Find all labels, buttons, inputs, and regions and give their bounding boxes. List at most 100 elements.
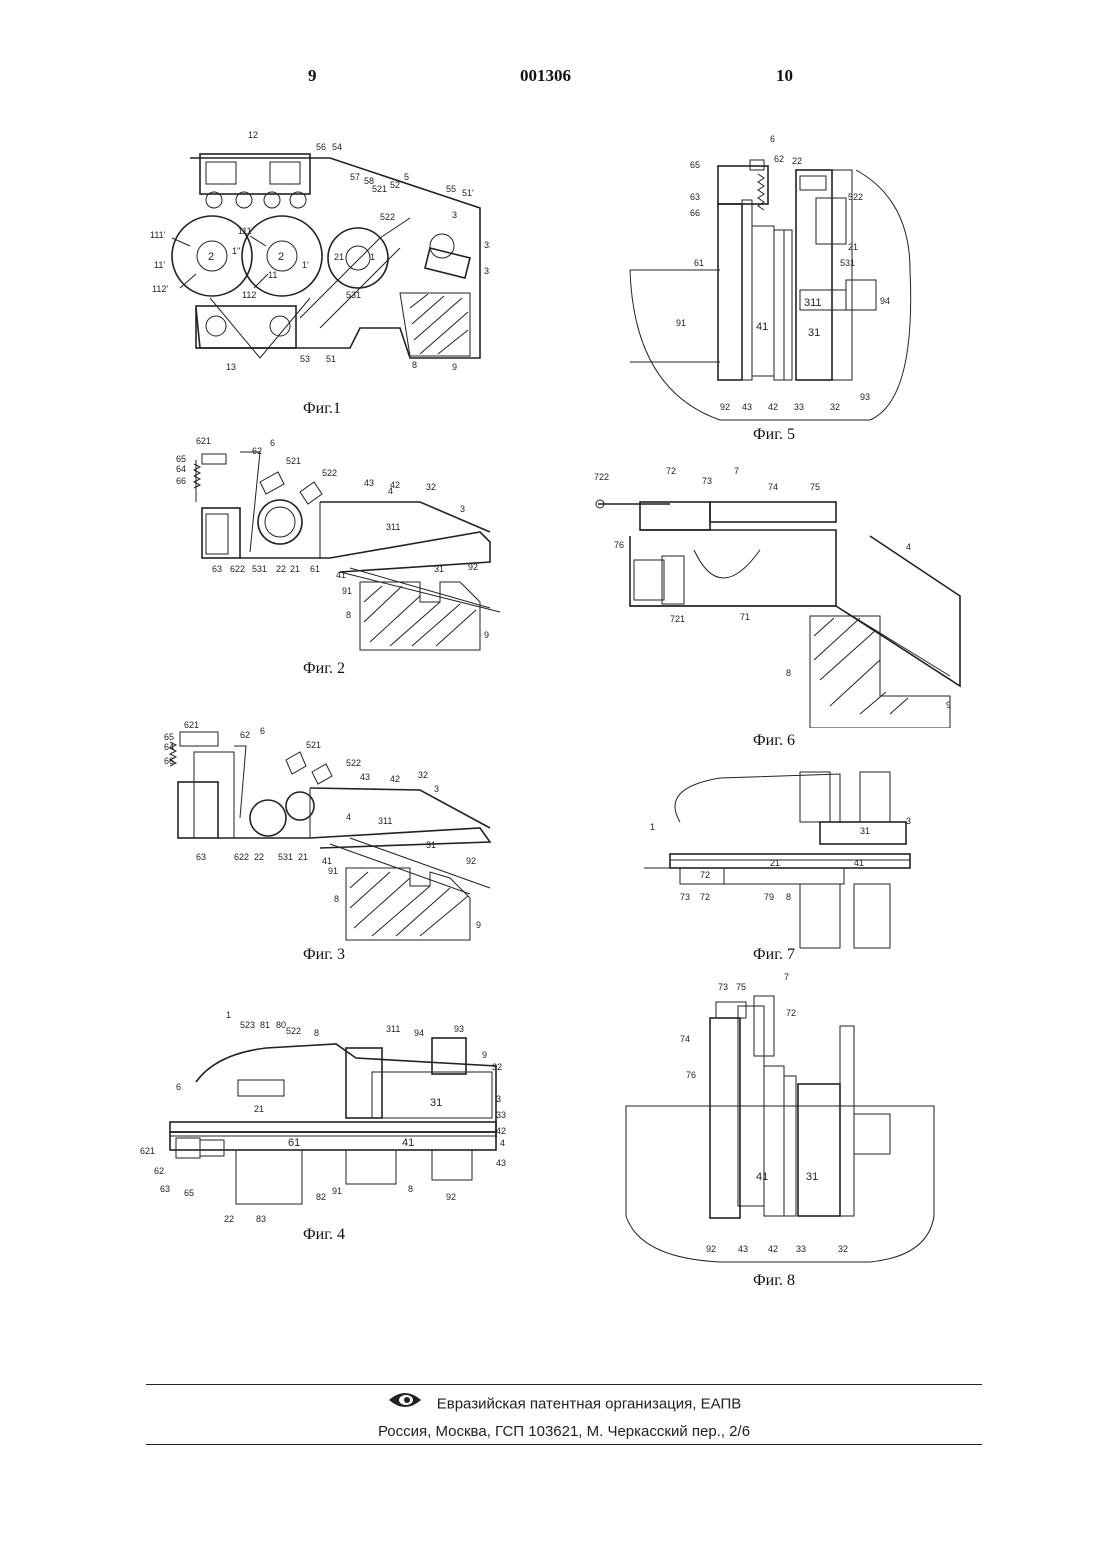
figure-4-caption: Фиг. 4 bbox=[264, 1226, 384, 1244]
svg-text:111': 111' bbox=[150, 230, 166, 240]
svg-text:57: 57 bbox=[350, 172, 360, 182]
svg-text:531: 531 bbox=[252, 564, 267, 574]
footer-org: Евразийская патентная организация, ЕАПВ bbox=[437, 1395, 742, 1412]
svg-text:72: 72 bbox=[786, 1008, 796, 1018]
svg-text:74: 74 bbox=[768, 482, 778, 492]
svg-text:31: 31 bbox=[430, 1097, 442, 1109]
svg-text:72: 72 bbox=[666, 466, 676, 476]
svg-text:31: 31 bbox=[860, 826, 870, 836]
svg-text:74: 74 bbox=[680, 1034, 690, 1044]
svg-text:43: 43 bbox=[742, 402, 752, 412]
svg-text:8: 8 bbox=[314, 1028, 319, 1038]
svg-text:33: 33 bbox=[794, 402, 804, 412]
svg-text:8: 8 bbox=[408, 1184, 413, 1194]
figure-5-caption: Фиг. 5 bbox=[714, 426, 834, 444]
page-number-left: 9 bbox=[308, 66, 317, 86]
figure-6-caption: Фиг. 6 bbox=[714, 732, 834, 750]
svg-text:66: 66 bbox=[164, 756, 174, 766]
svg-text:8: 8 bbox=[346, 610, 351, 620]
svg-text:621: 621 bbox=[184, 720, 199, 730]
svg-text:621: 621 bbox=[140, 1146, 155, 1156]
svg-text:42: 42 bbox=[496, 1126, 506, 1136]
svg-text:43: 43 bbox=[360, 772, 370, 782]
svg-text:73: 73 bbox=[718, 982, 728, 992]
svg-text:92: 92 bbox=[466, 856, 476, 866]
svg-text:112: 112 bbox=[242, 290, 256, 300]
figure-6-drawing: 72272 737 7475 764 72171 89 bbox=[590, 466, 970, 728]
svg-text:9: 9 bbox=[946, 700, 951, 710]
svg-text:71: 71 bbox=[740, 612, 750, 622]
svg-text:6: 6 bbox=[260, 726, 265, 736]
svg-text:32: 32 bbox=[426, 482, 436, 492]
figure-1-drawing: 12 5654 5758 52152 555 51'522 332 31 111… bbox=[150, 128, 490, 378]
svg-text:51: 51 bbox=[326, 354, 336, 364]
svg-text:72: 72 bbox=[700, 892, 710, 902]
svg-text:65: 65 bbox=[184, 1188, 194, 1198]
svg-text:41: 41 bbox=[854, 858, 864, 868]
footer-bottom-rule bbox=[146, 1444, 982, 1445]
svg-text:6: 6 bbox=[270, 438, 275, 448]
svg-text:311: 311 bbox=[386, 1024, 400, 1034]
svg-text:61: 61 bbox=[694, 258, 704, 268]
svg-text:9: 9 bbox=[452, 362, 457, 372]
svg-text:6: 6 bbox=[176, 1082, 181, 1092]
svg-text:62: 62 bbox=[240, 730, 250, 740]
svg-text:61: 61 bbox=[310, 564, 320, 574]
svg-text:521: 521 bbox=[286, 456, 301, 466]
svg-text:4: 4 bbox=[500, 1138, 505, 1148]
svg-text:93: 93 bbox=[860, 392, 870, 402]
svg-text:61: 61 bbox=[288, 1137, 300, 1149]
svg-text:42: 42 bbox=[390, 480, 400, 490]
svg-text:531: 531 bbox=[840, 258, 855, 268]
svg-text:53: 53 bbox=[300, 354, 310, 364]
svg-text:93: 93 bbox=[454, 1024, 464, 1034]
svg-text:64: 64 bbox=[164, 742, 174, 752]
svg-text:1: 1 bbox=[226, 1010, 231, 1020]
svg-text:4: 4 bbox=[906, 542, 911, 552]
svg-text:66: 66 bbox=[690, 208, 700, 218]
svg-text:3: 3 bbox=[906, 816, 911, 826]
svg-text:721: 721 bbox=[670, 614, 685, 624]
svg-text:311: 311 bbox=[804, 297, 822, 309]
figure-2-drawing: 62165 6466 626 521522 434 4232 3311 3192… bbox=[150, 432, 510, 662]
svg-text:12: 12 bbox=[248, 130, 258, 140]
svg-text:63: 63 bbox=[160, 1184, 170, 1194]
svg-text:75: 75 bbox=[810, 482, 820, 492]
svg-text:8: 8 bbox=[786, 668, 791, 678]
svg-text:522: 522 bbox=[848, 192, 863, 202]
svg-text:622: 622 bbox=[234, 852, 249, 862]
svg-text:62: 62 bbox=[154, 1166, 164, 1176]
svg-text:22: 22 bbox=[276, 564, 286, 574]
svg-text:21: 21 bbox=[254, 1104, 264, 1114]
svg-text:9: 9 bbox=[482, 1050, 487, 1060]
svg-text:91: 91 bbox=[342, 586, 352, 596]
svg-text:5: 5 bbox=[404, 172, 409, 182]
figure-2-caption: Фиг. 2 bbox=[264, 660, 384, 678]
svg-text:62: 62 bbox=[774, 154, 784, 164]
svg-text:66: 66 bbox=[176, 476, 186, 486]
svg-text:41: 41 bbox=[756, 321, 768, 333]
svg-text:311: 311 bbox=[378, 816, 392, 826]
figure-5-drawing: 665 6222 63522 6621 61531 31194 9141 31 … bbox=[620, 130, 930, 426]
svg-text:22: 22 bbox=[254, 852, 264, 862]
svg-text:523: 523 bbox=[240, 1020, 255, 1030]
svg-text:33: 33 bbox=[796, 1244, 806, 1254]
footer-top-rule bbox=[146, 1384, 982, 1385]
svg-text:3: 3 bbox=[434, 784, 439, 794]
svg-text:521: 521 bbox=[372, 184, 387, 194]
svg-text:3: 3 bbox=[460, 504, 465, 514]
svg-text:65: 65 bbox=[690, 160, 700, 170]
svg-text:7: 7 bbox=[734, 466, 739, 476]
svg-text:32: 32 bbox=[418, 770, 428, 780]
svg-text:32: 32 bbox=[484, 240, 490, 250]
svg-text:75: 75 bbox=[736, 982, 746, 992]
svg-text:76: 76 bbox=[686, 1070, 696, 1080]
svg-text:72: 72 bbox=[700, 870, 710, 880]
svg-text:31: 31 bbox=[806, 1171, 818, 1183]
svg-text:21: 21 bbox=[290, 564, 300, 574]
svg-text:521: 521 bbox=[306, 740, 321, 750]
svg-text:9: 9 bbox=[476, 920, 481, 930]
svg-text:4: 4 bbox=[346, 812, 351, 822]
svg-text:112': 112' bbox=[152, 284, 168, 294]
svg-text:41: 41 bbox=[336, 570, 346, 580]
